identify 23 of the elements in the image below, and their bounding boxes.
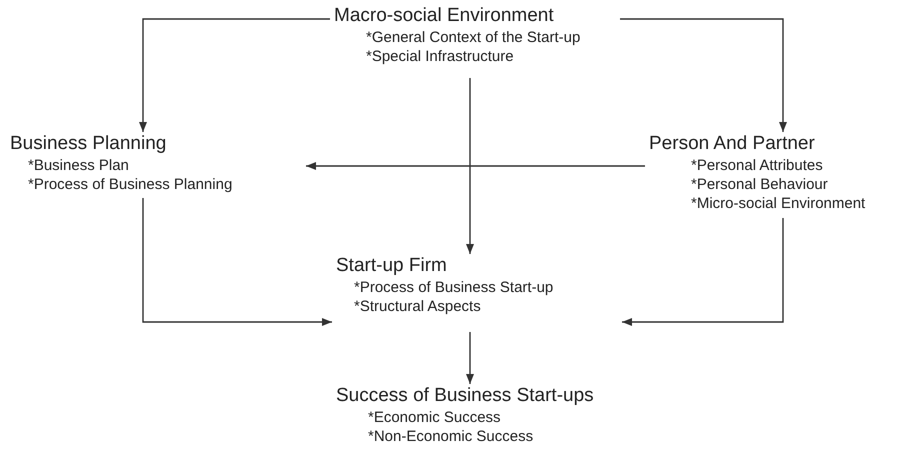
bullet-text: *Micro-social Environment [691, 194, 866, 213]
node-heading: Start-up Firm [335, 254, 448, 278]
bullet-text: *Process of Business Planning [28, 175, 232, 194]
arrow [466, 332, 474, 384]
bullet-text: *General Context of the Start-up [366, 28, 580, 47]
node-heading: Person And Partner [648, 132, 816, 156]
arrow [139, 18, 330, 132]
arrow [306, 162, 645, 170]
node-heading: Macro-social Environment [333, 4, 555, 28]
arrow [466, 78, 474, 254]
bullet-text: *Structural Aspects [354, 297, 481, 316]
arrow [142, 198, 332, 326]
arrow [622, 218, 784, 326]
node-heading: Success of Business Start-ups [335, 384, 595, 408]
bullet-text: *Special Infrastructure [366, 47, 514, 66]
bullet-text: *Non-Economic Success [368, 427, 534, 446]
bullet-text: *Personal Behaviour [691, 175, 828, 194]
bullet-text: *Process of Business Start-up [354, 278, 554, 297]
bullet-text: *Personal Attributes [691, 156, 823, 175]
arrow [620, 18, 787, 132]
node-heading: Business Planning [9, 132, 168, 156]
bullet-text: *Economic Success [368, 408, 501, 427]
bullet-text: *Business Plan [28, 156, 129, 175]
